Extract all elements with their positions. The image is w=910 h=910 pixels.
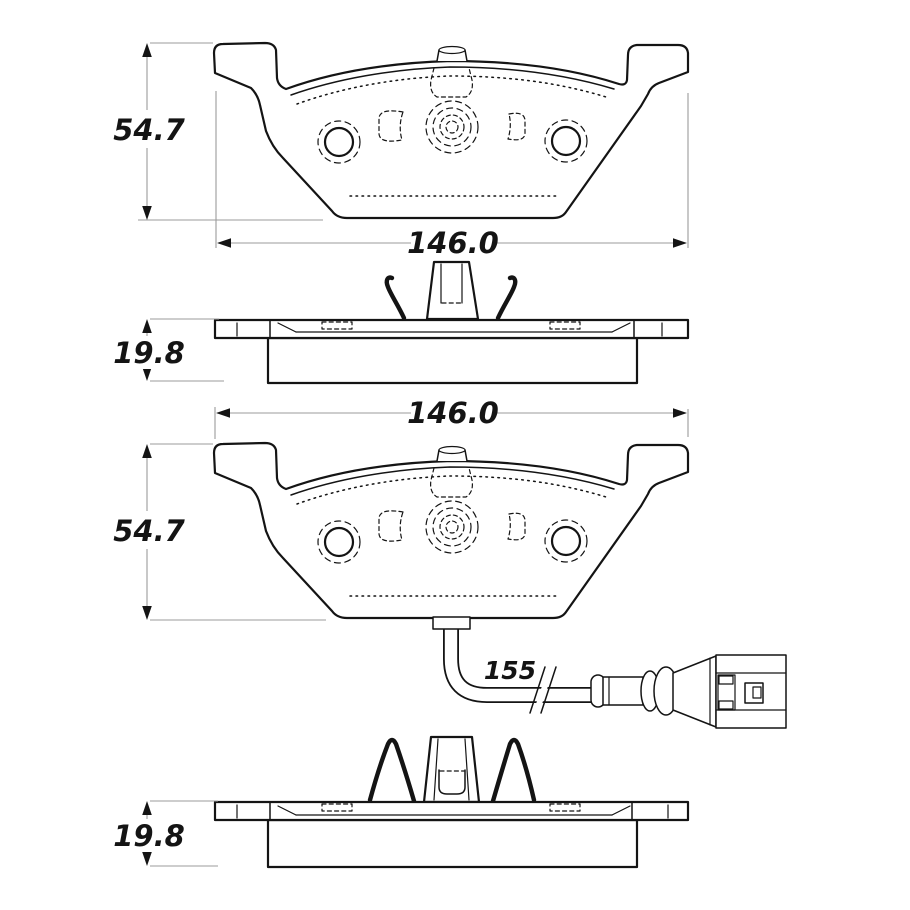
- spring-center-pocket: [438, 769, 466, 795]
- spring-center-inner-left: [433, 738, 439, 801]
- outer-pad-drawing: [212, 41, 690, 220]
- front-view-sensor-pad: [212, 441, 787, 729]
- label-backdrop: [411, 395, 495, 430]
- dim-label-height-top: 54.7: [113, 113, 185, 147]
- arrow-right-icon: [673, 238, 687, 248]
- arrow-up-icon: [142, 319, 152, 333]
- front-view-outer-pad: [212, 41, 690, 220]
- sensor-wire-length-label: 155: [484, 656, 536, 685]
- connector-terminal-top: [718, 675, 734, 685]
- arrow-left-icon: [216, 408, 230, 418]
- arrow-up-icon: [142, 43, 152, 57]
- backing-plate: [213, 800, 690, 822]
- plate-chamfer-right: [611, 322, 631, 333]
- dim-label-height-bottom: 54.7: [113, 514, 185, 548]
- friction-block: [266, 336, 639, 385]
- sensor-tab: [432, 616, 471, 630]
- dim-height-outer-pad: 54.7: [113, 42, 323, 221]
- dim-width-outer-pad: 146.0: [215, 91, 689, 260]
- clip-center: [425, 260, 480, 321]
- wire-break-slash-2: [540, 666, 557, 714]
- dim-thickness-sensor-pad: 19.8: [113, 800, 218, 867]
- dim-height-sensor-pad: 54.7: [113, 443, 326, 621]
- side-view-sensor-pad: [213, 735, 690, 869]
- plate-abutment-left-hidden: [321, 803, 353, 812]
- arrow-left-icon: [217, 238, 231, 248]
- plate-chamfer-right: [611, 805, 631, 816]
- clip-hook-right-core: [497, 276, 517, 319]
- arrow-down-icon: [142, 852, 152, 866]
- arrow-up-icon: [142, 444, 152, 458]
- connector-latch-outer: [744, 682, 764, 704]
- connector-latch-inner: [752, 686, 762, 699]
- spring-wing-right-core: [492, 739, 535, 802]
- dim-label-thickness-bottom: 19.8: [113, 819, 185, 853]
- connector-terminal-bottom: [718, 700, 734, 710]
- label-backdrop: [411, 225, 495, 260]
- arrow-right-icon: [673, 408, 687, 418]
- sensor-pad-drawing: [212, 441, 690, 620]
- dim-label-width-top: 146.0: [407, 226, 499, 260]
- spring-wing-right: [490, 737, 537, 804]
- spring-center-inner-right: [464, 738, 470, 801]
- spring-wing-left-core: [369, 739, 415, 802]
- plate-abutment-right-hidden: [549, 321, 581, 330]
- label-backdrop: [113, 110, 185, 148]
- arrow-down-icon: [142, 606, 152, 620]
- arrow-down-icon: [142, 206, 152, 220]
- dim-thickness-outer-pad: 19.8: [113, 318, 224, 382]
- connector-terminal-block: [717, 674, 736, 711]
- plate-chamfer-left: [277, 322, 297, 333]
- arrow-down-icon: [142, 367, 152, 381]
- spring-wing-left: [367, 737, 417, 804]
- dim-width-sensor-pad: 146.0: [214, 395, 689, 439]
- plate-abutment-right-hidden: [549, 803, 581, 812]
- sensor-wire-core: [444, 628, 596, 702]
- label-backdrop: [115, 336, 183, 369]
- side-view-outer-pad: [213, 260, 690, 385]
- dim-sensor-wire-length: 155: [484, 656, 536, 685]
- spring-center: [422, 735, 481, 804]
- arrow-up-icon: [142, 801, 152, 815]
- connector-body: [715, 654, 787, 729]
- label-backdrop: [113, 511, 185, 549]
- backing-plate: [213, 318, 690, 340]
- clip-hook-left-core: [385, 276, 405, 319]
- dim-label-width-bottom: 146.0: [407, 396, 499, 430]
- plate-abutment-left-hidden: [321, 321, 353, 330]
- friction-block: [266, 818, 639, 869]
- plate-chamfer-left: [277, 805, 297, 816]
- wire-break-gap: [533, 668, 554, 713]
- label-backdrop: [115, 819, 183, 852]
- wire-break-slash-1: [529, 666, 546, 714]
- dim-label-thickness-top: 19.8: [113, 336, 185, 370]
